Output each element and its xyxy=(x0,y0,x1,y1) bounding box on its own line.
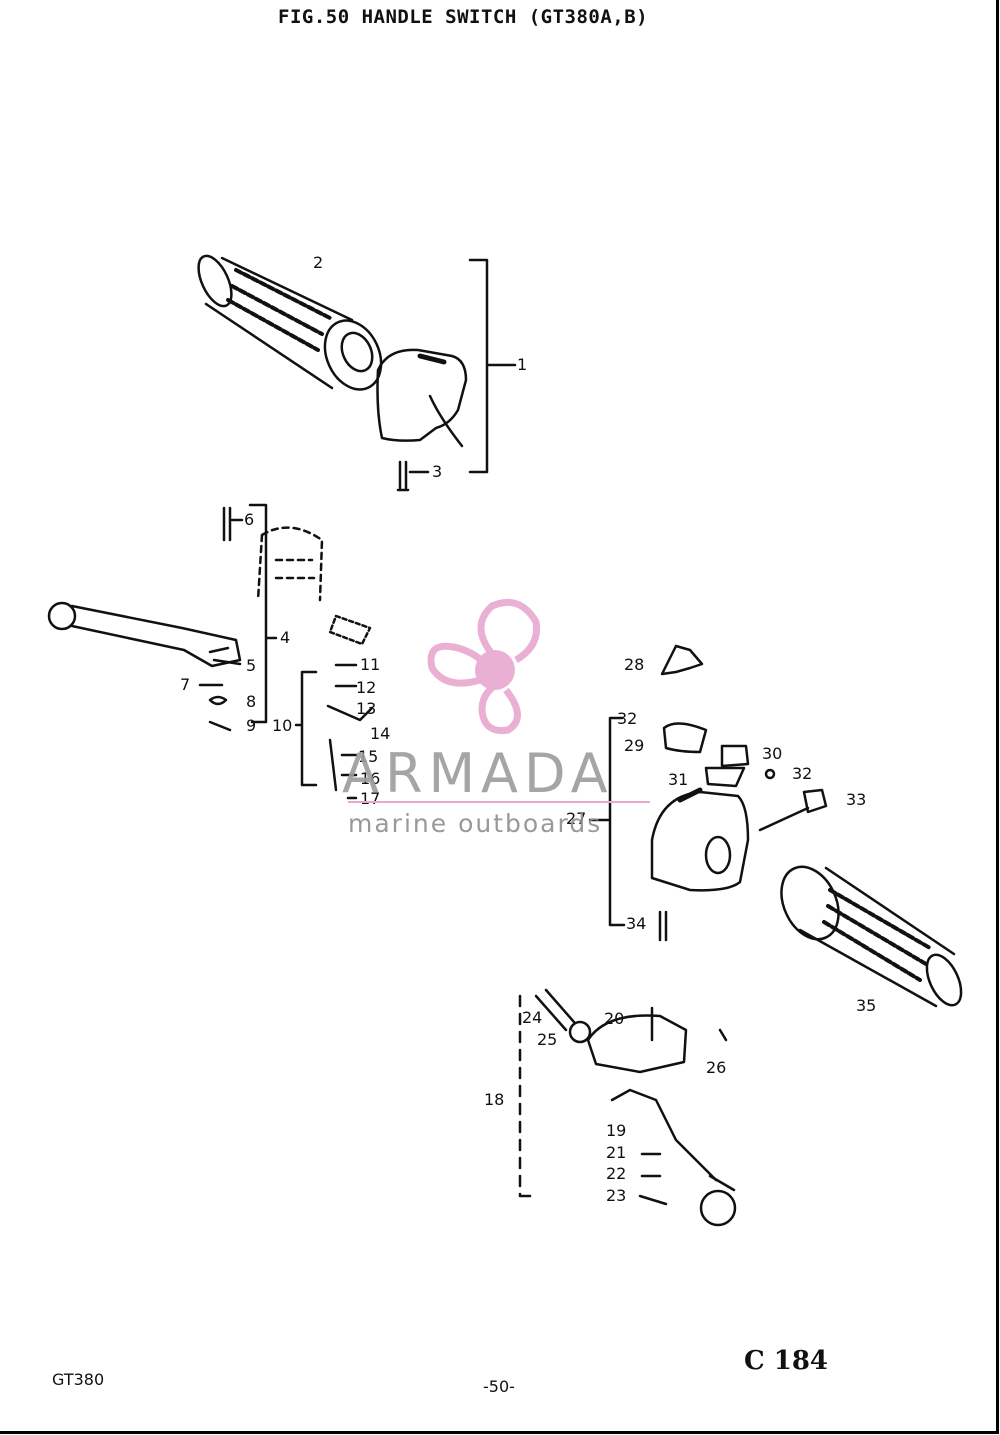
right-grip-part xyxy=(780,865,963,1008)
switch-knob-29 xyxy=(662,722,708,754)
front-brake-lever xyxy=(47,601,242,668)
switch-lever-33 xyxy=(758,788,828,832)
propeller-logo-icon xyxy=(427,599,541,735)
right-switch-housing xyxy=(650,787,750,892)
callout-29: 29 xyxy=(624,736,645,755)
watermark-brand: ARMADA xyxy=(342,742,614,805)
screw-32 xyxy=(764,768,776,780)
callout-31: 31 xyxy=(668,770,689,789)
callout-2: 2 xyxy=(313,253,324,272)
bracket-18 xyxy=(518,994,536,1198)
callout-27: 27 xyxy=(566,809,587,828)
screw-3 xyxy=(396,460,430,492)
footer-sheet-code: C 184 xyxy=(744,1346,829,1376)
callout-21: 21 xyxy=(606,1143,627,1162)
clutch-lever-assembly xyxy=(534,988,737,1227)
switch-part-30 xyxy=(720,744,750,768)
callout-22: 22 xyxy=(606,1164,627,1183)
callout-14: 14 xyxy=(370,724,391,743)
switch-part-upper xyxy=(328,614,372,646)
switch-cover-28 xyxy=(660,644,704,676)
bracket-27 xyxy=(588,716,626,927)
callout-13: 13 xyxy=(356,699,377,718)
callout-12: 12 xyxy=(356,678,377,697)
callout-4: 4 xyxy=(280,628,291,647)
bolt-6 xyxy=(222,506,244,542)
bracket-10 xyxy=(294,670,318,787)
bracket-4 xyxy=(248,503,278,724)
callout-28: 28 xyxy=(624,655,645,674)
callout-33: 33 xyxy=(846,790,867,809)
callout-6: 6 xyxy=(244,510,255,529)
callout-1: 1 xyxy=(517,355,528,374)
switch-small-parts xyxy=(326,663,374,800)
left-switch-housing xyxy=(376,348,468,448)
callout-30: 30 xyxy=(762,744,783,763)
callout-9: 9 xyxy=(246,716,257,735)
callout-34: 34 xyxy=(626,914,647,933)
callout-18: 18 xyxy=(484,1090,505,1109)
callout-23: 23 xyxy=(606,1186,627,1205)
callout-7: 7 xyxy=(180,675,191,694)
callout-32-right: 32 xyxy=(792,764,813,783)
callout-19: 19 xyxy=(606,1121,627,1140)
screw-34 xyxy=(658,910,668,942)
callout-26: 26 xyxy=(706,1058,727,1077)
left-grip-part xyxy=(197,254,383,391)
callout-24: 24 xyxy=(522,1008,543,1027)
watermark-divider xyxy=(348,801,650,803)
callout-10: 10 xyxy=(272,716,293,735)
callout-32-left: 32 xyxy=(617,709,638,728)
bracket-1 xyxy=(468,258,517,474)
callout-5: 5 xyxy=(246,656,257,675)
callout-16: 16 xyxy=(360,769,381,788)
callout-15: 15 xyxy=(358,747,379,766)
master-cylinder-body xyxy=(256,526,324,602)
page-title: FIG.50 HANDLE SWITCH (GT380A,B) xyxy=(278,6,649,28)
callout-20: 20 xyxy=(604,1009,625,1028)
callout-35: 35 xyxy=(856,996,877,1015)
watermark-tagline: marine outboards xyxy=(348,809,603,838)
callout-11: 11 xyxy=(360,655,381,674)
callout-8: 8 xyxy=(246,692,257,711)
footer-model: GT380 xyxy=(52,1370,105,1389)
footer-page-number: -50- xyxy=(483,1377,515,1396)
callout-25: 25 xyxy=(537,1030,558,1049)
callout-3: 3 xyxy=(432,462,443,481)
switch-part-31 xyxy=(704,766,746,788)
lever-pivot-parts xyxy=(198,658,242,732)
